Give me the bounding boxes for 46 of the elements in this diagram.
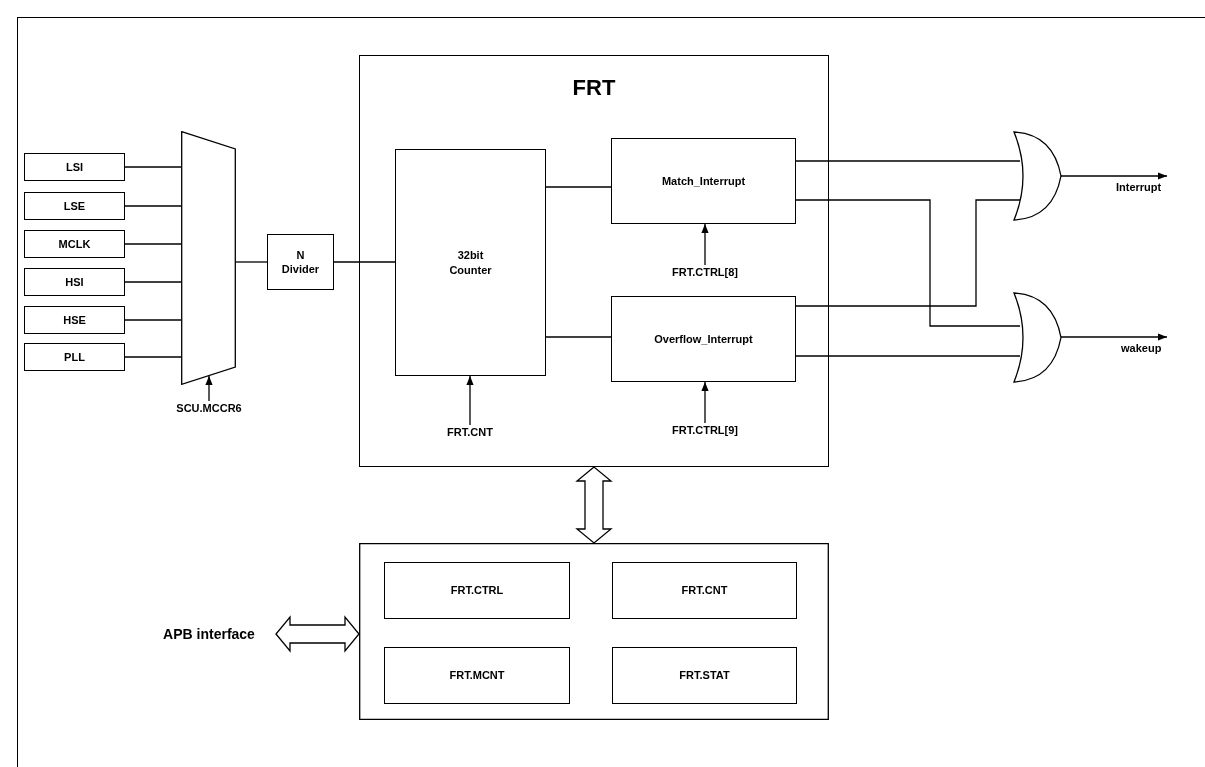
interrupt-box: Match_Interrupt	[611, 138, 796, 224]
connector-line	[795, 160, 1021, 162]
or-gate-symbol	[1012, 131, 1063, 221]
register-box: FRT.MCNT	[384, 647, 570, 704]
connector-line	[124, 166, 182, 168]
connector-line	[545, 336, 612, 338]
clock-source-box: HSI	[24, 268, 125, 296]
or-gate-symbol	[1012, 292, 1063, 383]
connector-line	[545, 186, 612, 188]
interface-label: APB interface	[156, 624, 262, 644]
signal-label: FRT.CTRL[8]	[655, 265, 755, 279]
connector-line	[333, 261, 396, 263]
signal-label: SCU.MCCR6	[169, 401, 249, 415]
double-arrow	[575, 466, 613, 544]
module-box	[359, 55, 829, 467]
register-box: FRT.STAT	[612, 647, 797, 704]
connector-line	[124, 356, 182, 358]
signal-label: FRT.CTRL[9]	[655, 423, 755, 437]
connector-line	[235, 261, 268, 263]
interrupt-box: Overflow_Interrupt	[611, 296, 796, 382]
register-box: FRT.CTRL	[384, 562, 570, 619]
clock-source-box: LSE	[24, 192, 125, 220]
signal-label: FRT.CNT	[430, 425, 510, 439]
connector-line	[124, 205, 182, 207]
block-title: FRT	[571, 74, 617, 102]
counter-box: 32bit Counter	[395, 149, 546, 376]
clock-source-box: HSE	[24, 306, 125, 334]
clock-source-box: MCLK	[24, 230, 125, 258]
connector-line	[795, 199, 1021, 327]
connector-line	[124, 281, 182, 283]
clock-source-box: PLL	[24, 343, 125, 371]
edge-label: Interrupt	[1116, 181, 1162, 193]
register-block-box	[359, 543, 829, 720]
connector-line	[124, 243, 182, 245]
edge-label: wakeup	[1121, 342, 1162, 354]
double-arrow	[275, 615, 360, 653]
connector-line	[124, 319, 182, 321]
arrow	[205, 375, 213, 402]
multiplexer-symbol	[181, 131, 236, 385]
connector-line	[795, 355, 1021, 357]
arrow	[701, 381, 709, 424]
arrow	[701, 223, 709, 266]
register-box: FRT.CNT	[612, 562, 797, 619]
connector-line	[795, 199, 1021, 307]
arrow	[466, 375, 474, 426]
clock-source-box: LSI	[24, 153, 125, 181]
